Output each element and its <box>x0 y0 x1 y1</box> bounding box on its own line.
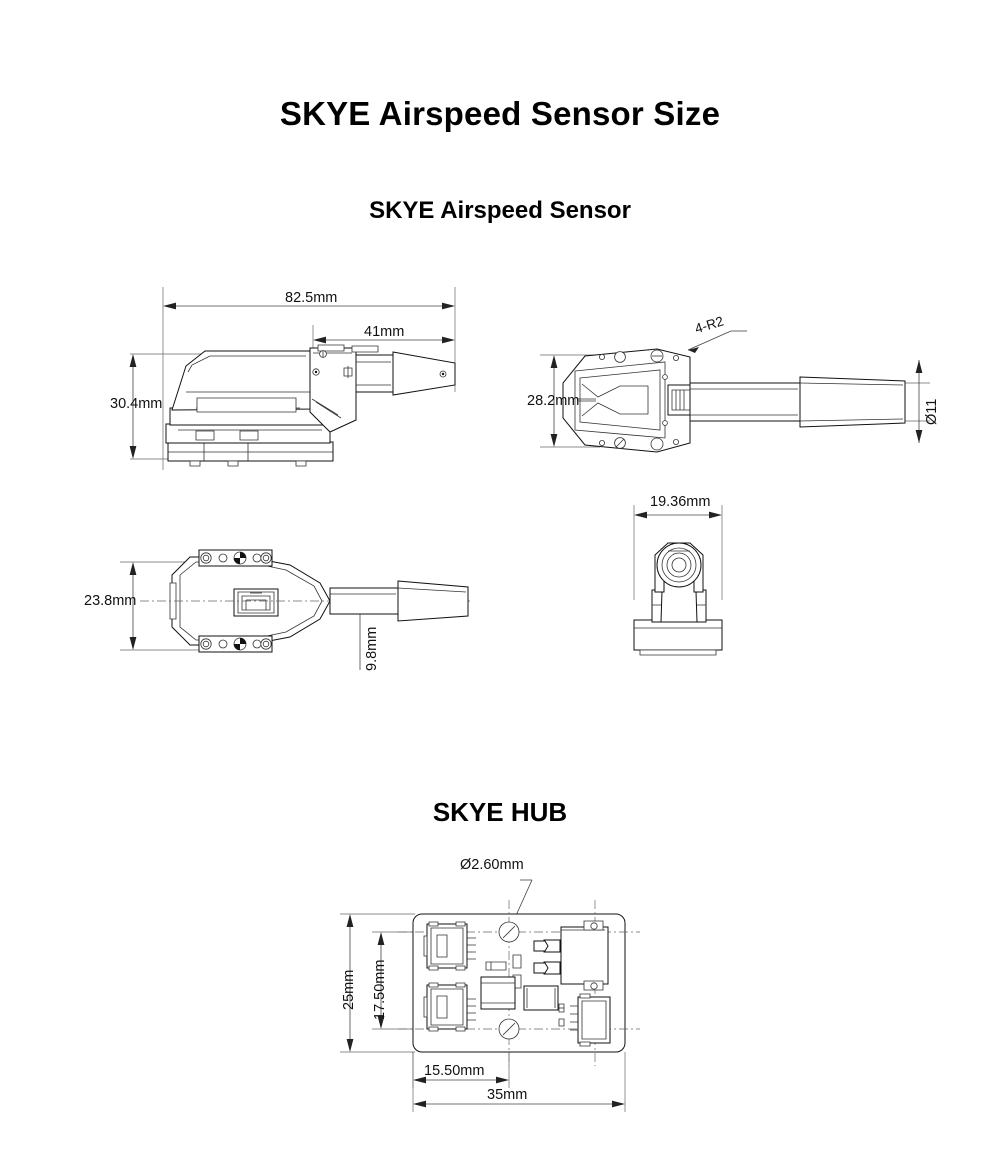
hub-board-outline <box>398 900 640 1066</box>
dim-body-width-bottom: 23.8mm <box>84 593 137 609</box>
dim-overall-length: 82.5mm <box>285 290 338 306</box>
dim-overall-height: 30.4mm <box>110 396 163 412</box>
dim-hole-diameter: Ø2.60mm <box>460 857 524 873</box>
hub-section-title: SKYE HUB <box>432 797 568 827</box>
bottom-view-body-outline <box>140 549 470 653</box>
dim-hole-spacing-vertical: 17.50mm <box>372 959 388 1020</box>
sensor-section-title: SKYE Airspeed Sensor <box>369 197 631 224</box>
dim-board-height: 25mm <box>341 969 357 1010</box>
dim-board-width: 35mm <box>487 1087 528 1103</box>
side-view-body-outline <box>165 344 456 467</box>
dim-mount-width: 19.36mm <box>650 494 711 510</box>
front-view-dimension-lines <box>633 505 723 600</box>
dim-hole-offset-horizontal: 15.50mm <box>424 1063 485 1079</box>
dim-body-width-top: 28.2mm <box>527 393 580 409</box>
top-view-body-outline <box>562 348 906 453</box>
front-view-body-outline <box>633 542 723 656</box>
dim-probe-length: 41mm <box>364 324 405 340</box>
side-view-dimension-lines <box>129 287 456 470</box>
page-title: SKYE Airspeed Sensor Size <box>279 95 721 132</box>
